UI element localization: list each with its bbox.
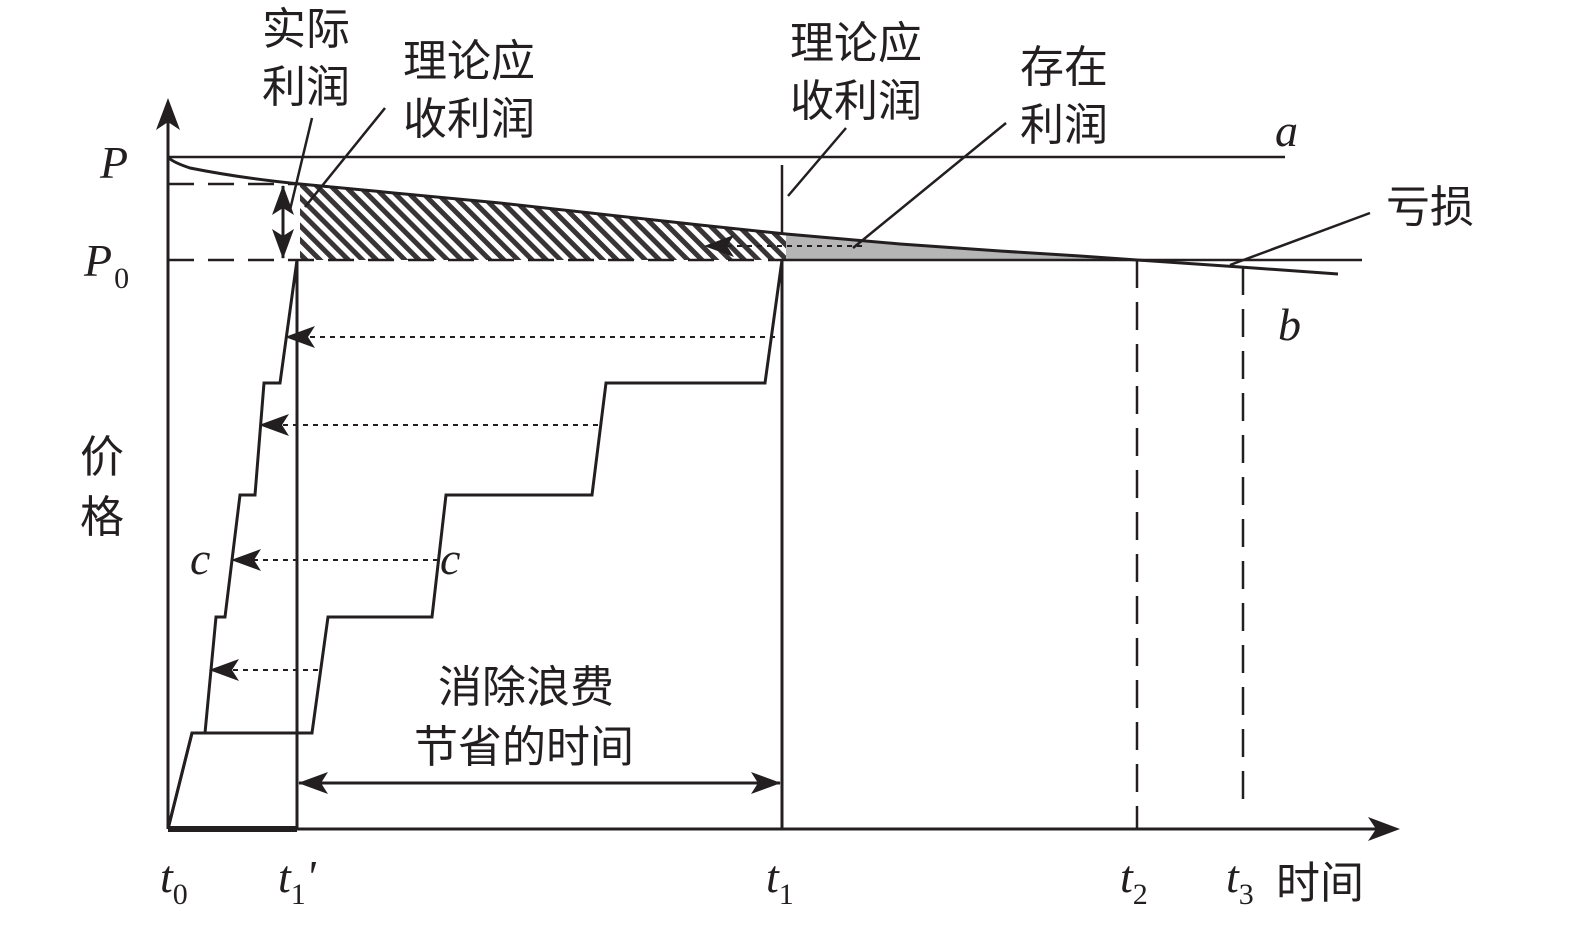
existing-profit-leader xyxy=(852,122,1007,249)
time-mark-t1: t1 xyxy=(766,851,794,911)
curve-label-c-right: c xyxy=(440,533,460,584)
theoretical-profit-right-line-1: 理论应 xyxy=(790,18,922,69)
time-mark-t2: t2 xyxy=(1120,851,1148,911)
time-mark-t1-prime-sub: 1 xyxy=(291,878,306,911)
time-mark-t1-prime: t1' xyxy=(278,851,317,911)
theoretical-profit-left-line-1: 理论应 xyxy=(403,36,535,87)
time-mark-t0-sub: 0 xyxy=(173,878,188,911)
theoretical-profit-right-leader xyxy=(787,127,847,197)
time-mark-t1-prime-suffix: ' xyxy=(306,851,317,902)
time-mark-t1-prime-main: t xyxy=(278,851,292,902)
saved-time-line-1: 消除浪费 xyxy=(438,662,614,713)
time-mark-t2-main: t xyxy=(1120,851,1134,902)
existing-profit-line-2: 利润 xyxy=(1020,100,1108,151)
curve-c-right xyxy=(166,259,784,830)
time-mark-t0-main: t xyxy=(160,851,174,902)
actual-profit-label-line-1: 实际 xyxy=(262,4,350,55)
existing-profit-line-1: 存在 xyxy=(1020,42,1108,93)
price-level-P0-sub: 0 xyxy=(114,262,129,295)
y-axis-label-char-1: 价 xyxy=(80,432,124,483)
saved-time-line-2: 节省的时间 xyxy=(414,722,634,773)
time-mark-t2-sub: 2 xyxy=(1133,878,1148,911)
time-mark-t3-main: t xyxy=(1226,851,1240,902)
price-level-P: P xyxy=(99,137,128,188)
theoretical-profit-left-leader xyxy=(304,107,386,208)
price-level-P0: P0 xyxy=(83,235,129,295)
theoretical-profit-hatched-area xyxy=(300,184,786,260)
curve-label-b: b xyxy=(1278,299,1301,350)
time-mark-t0: t0 xyxy=(160,851,188,911)
theoretical-profit-right-line-2: 收利润 xyxy=(790,76,922,127)
theoretical-profit-left-line-2: 收利润 xyxy=(403,94,535,145)
y-axis-label-char-2: 格 xyxy=(80,492,124,543)
actual-profit-label-line-2: 利润 xyxy=(262,62,350,113)
price-level-P0-main: P xyxy=(83,235,112,286)
curve-label-c-left: c xyxy=(190,533,210,584)
x-axis-arrowhead xyxy=(1368,817,1400,841)
x-axis-label: 时间 xyxy=(1276,858,1364,909)
time-mark-t1-main: t xyxy=(766,851,780,902)
curve-label-a: a xyxy=(1275,105,1298,156)
time-mark-t3-sub: 3 xyxy=(1239,878,1254,911)
loss-label: 亏损 xyxy=(1386,182,1474,233)
loss-leader xyxy=(1229,211,1371,267)
curve-c-left xyxy=(166,259,299,830)
y-axis-arrowhead xyxy=(156,98,180,130)
actual-profit-leader xyxy=(288,117,314,211)
existing-profit-shaded-area xyxy=(786,234,1137,260)
time-mark-t1-sub: 1 xyxy=(779,878,794,911)
time-mark-t3: t3 xyxy=(1226,851,1254,911)
